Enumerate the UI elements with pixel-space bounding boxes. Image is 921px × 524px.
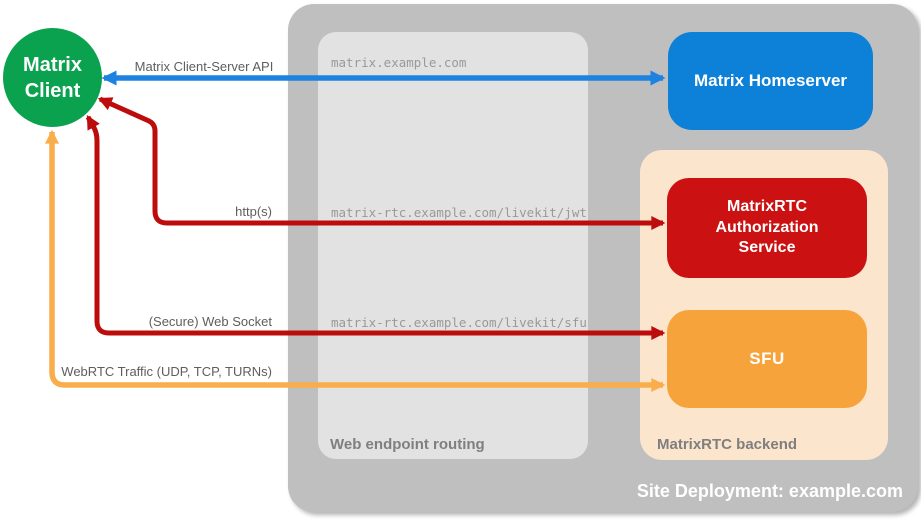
matrixrtc-backend-label: MatrixRTC backend (657, 436, 798, 453)
websocket-arrow-label: (Secure) Web Socket (148, 314, 272, 329)
endpoint-livekit-sfu: matrix-rtc.example.com/livekit/sfu (331, 315, 587, 330)
sfu-node: SFU (667, 310, 867, 408)
web-endpoint-routing-container (318, 32, 588, 459)
matrixrtc-authorization-service-node: MatrixRTC Authorization Service (667, 178, 867, 278)
site-deployment-label: Site Deployment: example.com (636, 481, 903, 501)
matrix-homeserver-node: Matrix Homeserver (668, 32, 873, 130)
matrix-client-node: Matrix Client (3, 28, 102, 127)
endpoint-livekit-jwt: matrix-rtc.example.com/livekit/jwt (331, 205, 587, 220)
web-endpoint-routing-label: Web endpoint routing (330, 436, 485, 453)
http-arrow-label: http(s) (235, 204, 272, 219)
webrtc-traffic-arrow-label: WebRTC Traffic (UDP, TCP, TURNs) (61, 364, 272, 379)
endpoint-matrix-example-com: matrix.example.com (331, 55, 467, 70)
client-server-api-arrow-label: Matrix Client-Server API (134, 59, 274, 74)
